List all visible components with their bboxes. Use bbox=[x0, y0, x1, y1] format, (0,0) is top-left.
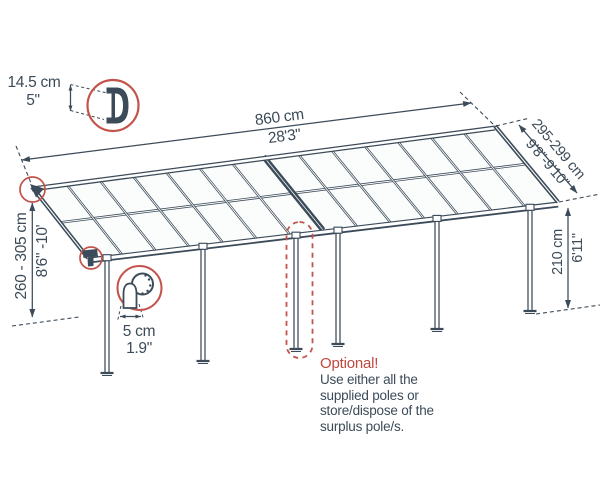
roof-joint-rafter-seam bbox=[263, 156, 324, 231]
pole-diameter-metric-label: 5 cm bbox=[123, 323, 155, 340]
corner-detail-circle bbox=[19, 176, 46, 203]
width-imperial-label: 28'3" bbox=[267, 126, 302, 147]
pole-feet bbox=[102, 313, 535, 376]
front-height-imperial-label: 6'11" bbox=[570, 233, 586, 263]
detail-callouts bbox=[19, 78, 314, 359]
optional-note-line: supplied poles or bbox=[320, 387, 419, 403]
roof-rafters-highlight bbox=[64, 130, 525, 255]
optional-note-line: surplus pole/s. bbox=[320, 418, 405, 434]
profile-metric-label: 14.5 cm bbox=[7, 74, 60, 91]
optional-note-title: Optional! bbox=[320, 355, 379, 372]
back-height-metric-label: 260 - 305 cm bbox=[13, 213, 30, 300]
optional-pole-highlight bbox=[285, 221, 314, 359]
depth-dimension-line bbox=[518, 124, 578, 194]
pole-base-plates bbox=[100, 309, 537, 375]
gutter-brackets bbox=[102, 203, 535, 262]
pole-diameter-leader-lines bbox=[117, 303, 144, 322]
ground-reference-line-left bbox=[11, 316, 80, 327]
back-height-imperial-label: 8'6" -10' bbox=[34, 224, 51, 277]
support-poles bbox=[104, 210, 533, 373]
front-height-metric-label: 210 cm bbox=[550, 229, 566, 275]
width-metric-label: 860 cm bbox=[254, 106, 305, 129]
front-gutter-core bbox=[87, 202, 559, 262]
width-dimension-line bbox=[21, 101, 472, 162]
gutter-profile-d-icon bbox=[106, 87, 129, 124]
pergola-structure bbox=[30, 124, 560, 376]
corner-bracket-icon bbox=[30, 184, 44, 198]
pole-top-tube-icon bbox=[122, 282, 138, 309]
bracket-detail-circle bbox=[79, 246, 103, 270]
profile-imperial-label: 5" bbox=[26, 92, 40, 109]
profile-leader-lines bbox=[70, 84, 108, 120]
optional-note: Optional! Use either all the supplied po… bbox=[320, 355, 470, 434]
width-extension-lines bbox=[15, 91, 497, 189]
profile-detail-circle bbox=[86, 78, 140, 133]
optional-note-line: store/dispose of the bbox=[320, 403, 434, 418]
optional-note-line: Use either all the bbox=[320, 372, 418, 387]
pole-diameter-imperial-label: 1.9" bbox=[126, 340, 152, 357]
pole-top-flange-holes bbox=[141, 274, 152, 295]
pole-top-detail-circle bbox=[116, 265, 163, 311]
gutter-end-bracket-icon bbox=[82, 249, 98, 267]
ground-reference-line-right bbox=[535, 304, 600, 315]
depth-extension-lines bbox=[495, 117, 600, 203]
